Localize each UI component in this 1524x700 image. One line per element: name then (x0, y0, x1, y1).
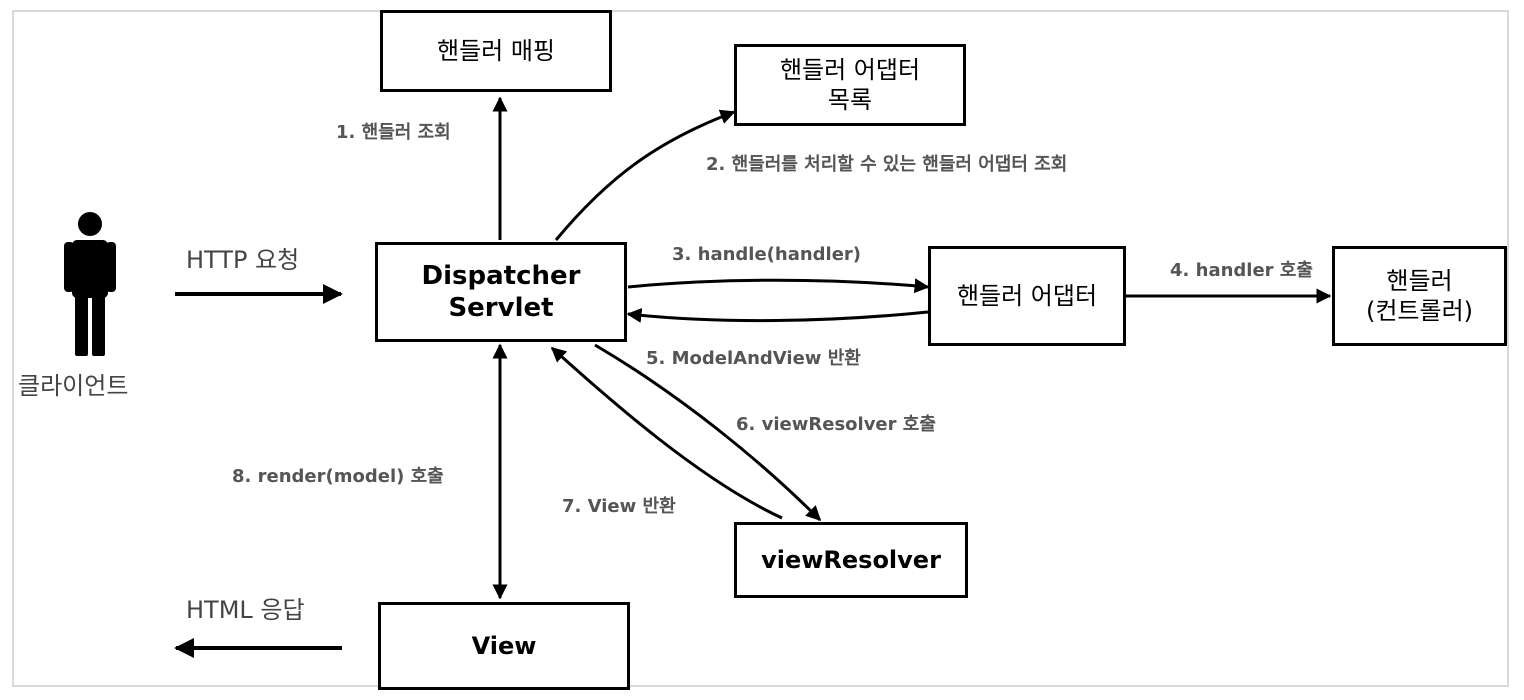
html-response-label: HTML 응답 (186, 596, 305, 624)
dispatcher-label-1: Dispatcher (421, 260, 581, 291)
view-label: View (471, 632, 537, 660)
dispatcher-servlet-box: Dispatcher Servlet (375, 242, 627, 342)
handler-mapping-box: 핸들러 매핑 (380, 10, 612, 92)
arrow-adapter-lookup (554, 109, 736, 241)
handler-label-1: 핸들러 (1386, 267, 1453, 295)
arrow-view-resolver-call (594, 343, 822, 522)
dispatcher-label-2: Servlet (448, 293, 554, 323)
client-person-icon (64, 212, 116, 356)
http-request-label: HTTP 요청 (186, 246, 300, 274)
view-resolver-box: viewResolver (734, 522, 968, 598)
step1-label: 1. 핸들러 조회 (336, 122, 451, 143)
handler-mapping-label: 핸들러 매핑 (436, 37, 556, 65)
step8-label: 8. render(model) 호출 (232, 466, 444, 487)
step2-label: 2. 핸들러를 처리할 수 있는 핸들러 어댑터 조회 (706, 154, 1068, 175)
client-label: 클라이언트 (18, 372, 129, 400)
adapter-list-label-1: 핸들러 어댑터 (779, 56, 921, 84)
adapter-list-box: 핸들러 어댑터 목록 (734, 44, 966, 126)
step5-label: 5. ModelAndView 반환 (646, 348, 861, 369)
step7-label: 7. View 반환 (562, 496, 676, 517)
handler-adapter-box: 핸들러 어댑터 (928, 246, 1126, 346)
adapter-list-label-2: 목록 (827, 86, 873, 114)
arrow-view-return (550, 346, 783, 520)
view-box: View (378, 602, 630, 690)
step3-label: 3. handle(handler) (672, 244, 862, 265)
arrow-model-and-view (626, 308, 929, 323)
view-resolver-label: viewResolver (761, 546, 941, 574)
handler-label-2: (컨트롤러) (1365, 297, 1474, 325)
step6-label: 6. viewResolver 호출 (736, 414, 936, 435)
handler-adapter-label: 핸들러 어댑터 (956, 282, 1098, 310)
arrow-handle (627, 278, 930, 294)
step4-label: 4. handler 호출 (1170, 260, 1313, 281)
handler-box: 핸들러 (컨트롤러) (1332, 246, 1507, 346)
diagram-frame (12, 10, 1509, 687)
